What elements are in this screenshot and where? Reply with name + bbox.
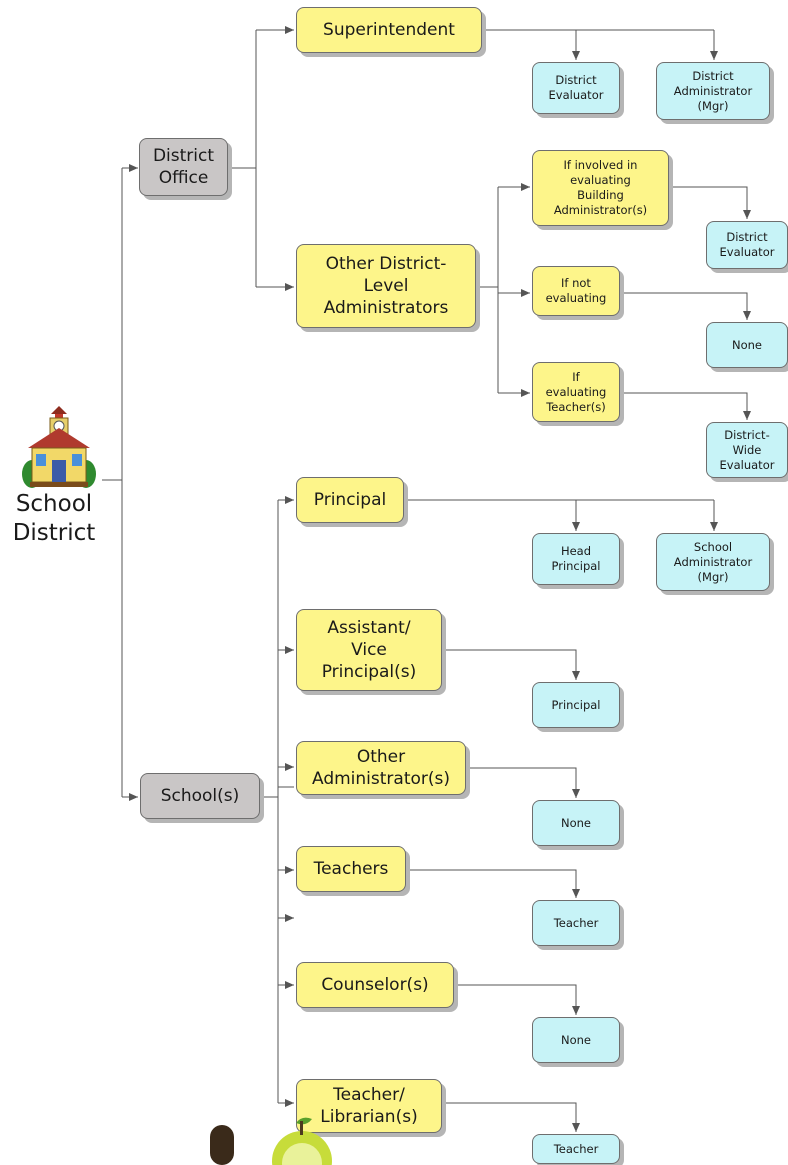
outcome-none-2[interactable]: None bbox=[532, 800, 620, 846]
schoolhouse-icon bbox=[22, 406, 96, 488]
teachers-node[interactable]: Teachers bbox=[296, 846, 406, 892]
condition-not-evaluating-node[interactable]: If not evaluating bbox=[532, 266, 620, 316]
librarians-node[interactable]: Teacher/ Librarian(s) bbox=[296, 1079, 442, 1133]
outcome-none-1[interactable]: None bbox=[706, 322, 788, 368]
counselors-node[interactable]: Counselor(s) bbox=[296, 962, 454, 1008]
outcome-school-administrator[interactable]: School Administrator (Mgr) bbox=[656, 533, 770, 591]
outcome-district-evaluator[interactable]: District Evaluator bbox=[532, 62, 620, 114]
district-office-node[interactable]: District Office bbox=[139, 138, 228, 196]
condition-evaluating-teachers-node[interactable]: If evaluating Teacher(s) bbox=[532, 362, 620, 422]
root-label: School District bbox=[12, 491, 96, 546]
outcome-district-evaluator-2[interactable]: District Evaluator bbox=[706, 221, 788, 269]
other-district-admins-node[interactable]: Other District- Level Administrators bbox=[296, 244, 476, 328]
assistant-principal-node[interactable]: Assistant/ Vice Principal(s) bbox=[296, 609, 442, 691]
outcome-none-3[interactable]: None bbox=[532, 1017, 620, 1063]
outcome-district-wide-evaluator[interactable]: District- Wide Evaluator bbox=[706, 422, 788, 478]
condition-involved-node[interactable]: If involved in evaluating Building Admin… bbox=[532, 150, 669, 226]
outcome-district-administrator[interactable]: District Administrator (Mgr) bbox=[656, 62, 770, 120]
outcome-head-principal[interactable]: Head Principal bbox=[532, 533, 620, 585]
outcome-principal[interactable]: Principal bbox=[532, 682, 620, 728]
apple-logo-icon bbox=[210, 1117, 332, 1165]
superintendent-node[interactable]: Superintendent bbox=[296, 7, 482, 53]
outcome-teacher-1[interactable]: Teacher bbox=[532, 900, 620, 946]
other-school-admins-node[interactable]: Other Administrator(s) bbox=[296, 741, 466, 795]
principal-node[interactable]: Principal bbox=[296, 477, 404, 523]
schools-node[interactable]: School(s) bbox=[140, 773, 260, 819]
outcome-teacher-2[interactable]: Teacher bbox=[532, 1134, 620, 1164]
